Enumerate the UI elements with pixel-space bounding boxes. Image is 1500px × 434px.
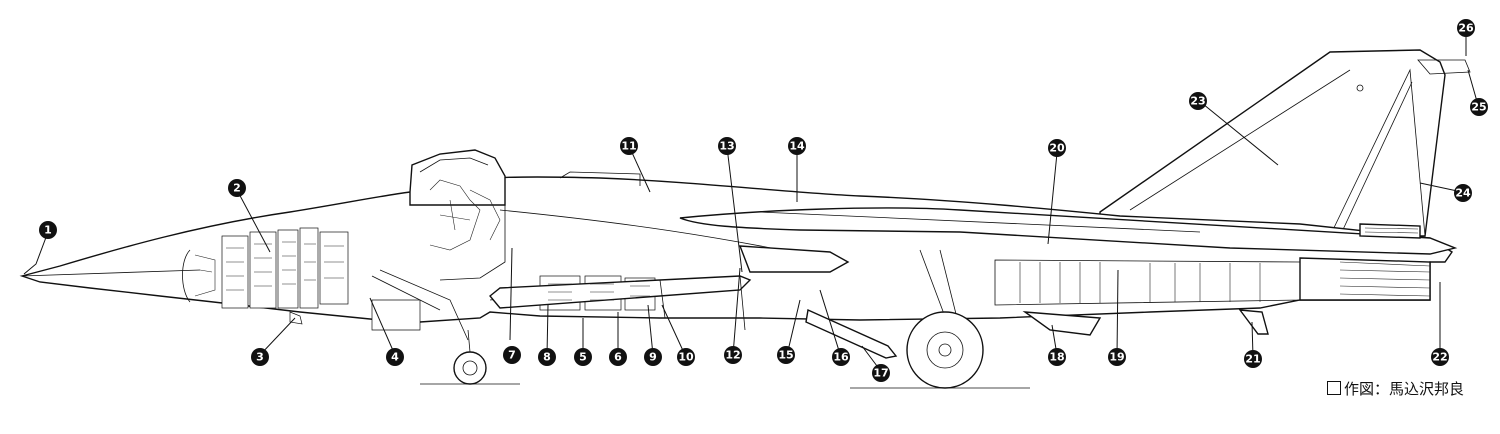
svg-text:11: 11	[621, 140, 636, 153]
callout-11: 11	[620, 137, 638, 155]
svg-text:25: 25	[1471, 101, 1486, 114]
callout-7: 7	[503, 346, 521, 364]
callout-9: 9	[644, 348, 662, 366]
svg-text:17: 17	[873, 367, 888, 380]
callouts: 1 2 3 4 5 6 7 8 9 10 11 12 13 14 15 16 1…	[39, 19, 1488, 382]
svg-text:14: 14	[789, 140, 805, 153]
nose-landing-gear	[371, 269, 520, 385]
callout-5: 5	[574, 348, 592, 366]
callout-26: 26	[1457, 19, 1475, 37]
callout-10: 10	[677, 348, 695, 366]
svg-text:16: 16	[833, 351, 849, 364]
internal-bay	[489, 275, 752, 331]
callout-18: 18	[1048, 348, 1066, 366]
drawing-credit: 作図：馬込沢邦良	[1326, 378, 1464, 399]
svg-text:5: 5	[579, 351, 587, 364]
callout-16: 16	[832, 348, 850, 366]
main-landing-gear	[805, 249, 1030, 389]
cockpit	[409, 149, 506, 281]
callout-22: 22	[1431, 348, 1449, 366]
svg-text:19: 19	[1109, 351, 1124, 364]
svg-text:8: 8	[543, 351, 551, 364]
svg-text:18: 18	[1049, 351, 1064, 364]
svg-text:26: 26	[1458, 22, 1474, 35]
svg-text:13: 13	[719, 140, 734, 153]
avionics-bay	[182, 227, 349, 325]
callout-1: 1	[39, 221, 57, 239]
svg-text:22: 22	[1432, 351, 1447, 364]
svg-text:3: 3	[256, 351, 264, 364]
svg-text:23: 23	[1190, 95, 1205, 108]
vertical-tail	[1099, 49, 1471, 237]
callout-6: 6	[609, 348, 627, 366]
svg-text:10: 10	[678, 351, 694, 364]
callout-17: 17	[872, 364, 890, 382]
callout-4: 4	[386, 348, 404, 366]
callout-12: 12	[724, 346, 742, 364]
leader-lines	[23, 32, 1479, 371]
svg-text:9: 9	[649, 351, 657, 364]
callout-21: 21	[1244, 350, 1262, 368]
callout-14: 14	[788, 137, 806, 155]
square-icon	[1326, 381, 1341, 395]
svg-text:24: 24	[1455, 187, 1471, 200]
svg-text:20: 20	[1049, 142, 1065, 155]
svg-text:21: 21	[1245, 353, 1260, 366]
svg-text:7: 7	[508, 349, 516, 362]
fuselage	[19, 171, 1458, 336]
callout-24: 24	[1454, 184, 1472, 202]
svg-text:15: 15	[778, 349, 793, 362]
credit-text: 作図：馬込沢邦良	[1343, 380, 1464, 398]
callout-15: 15	[777, 346, 795, 364]
callout-13: 13	[718, 137, 736, 155]
callout-8: 8	[538, 348, 556, 366]
svg-text:1: 1	[44, 224, 52, 237]
svg-text:2: 2	[233, 182, 241, 195]
callout-20: 20	[1048, 139, 1066, 157]
callout-2: 2	[228, 179, 246, 197]
svg-text:12: 12	[725, 349, 740, 362]
callout-25: 25	[1470, 98, 1488, 116]
callout-3: 3	[251, 348, 269, 366]
callout-19: 19	[1108, 348, 1126, 366]
callout-23: 23	[1189, 92, 1207, 110]
svg-text:4: 4	[391, 351, 399, 364]
svg-text:6: 6	[614, 351, 622, 364]
